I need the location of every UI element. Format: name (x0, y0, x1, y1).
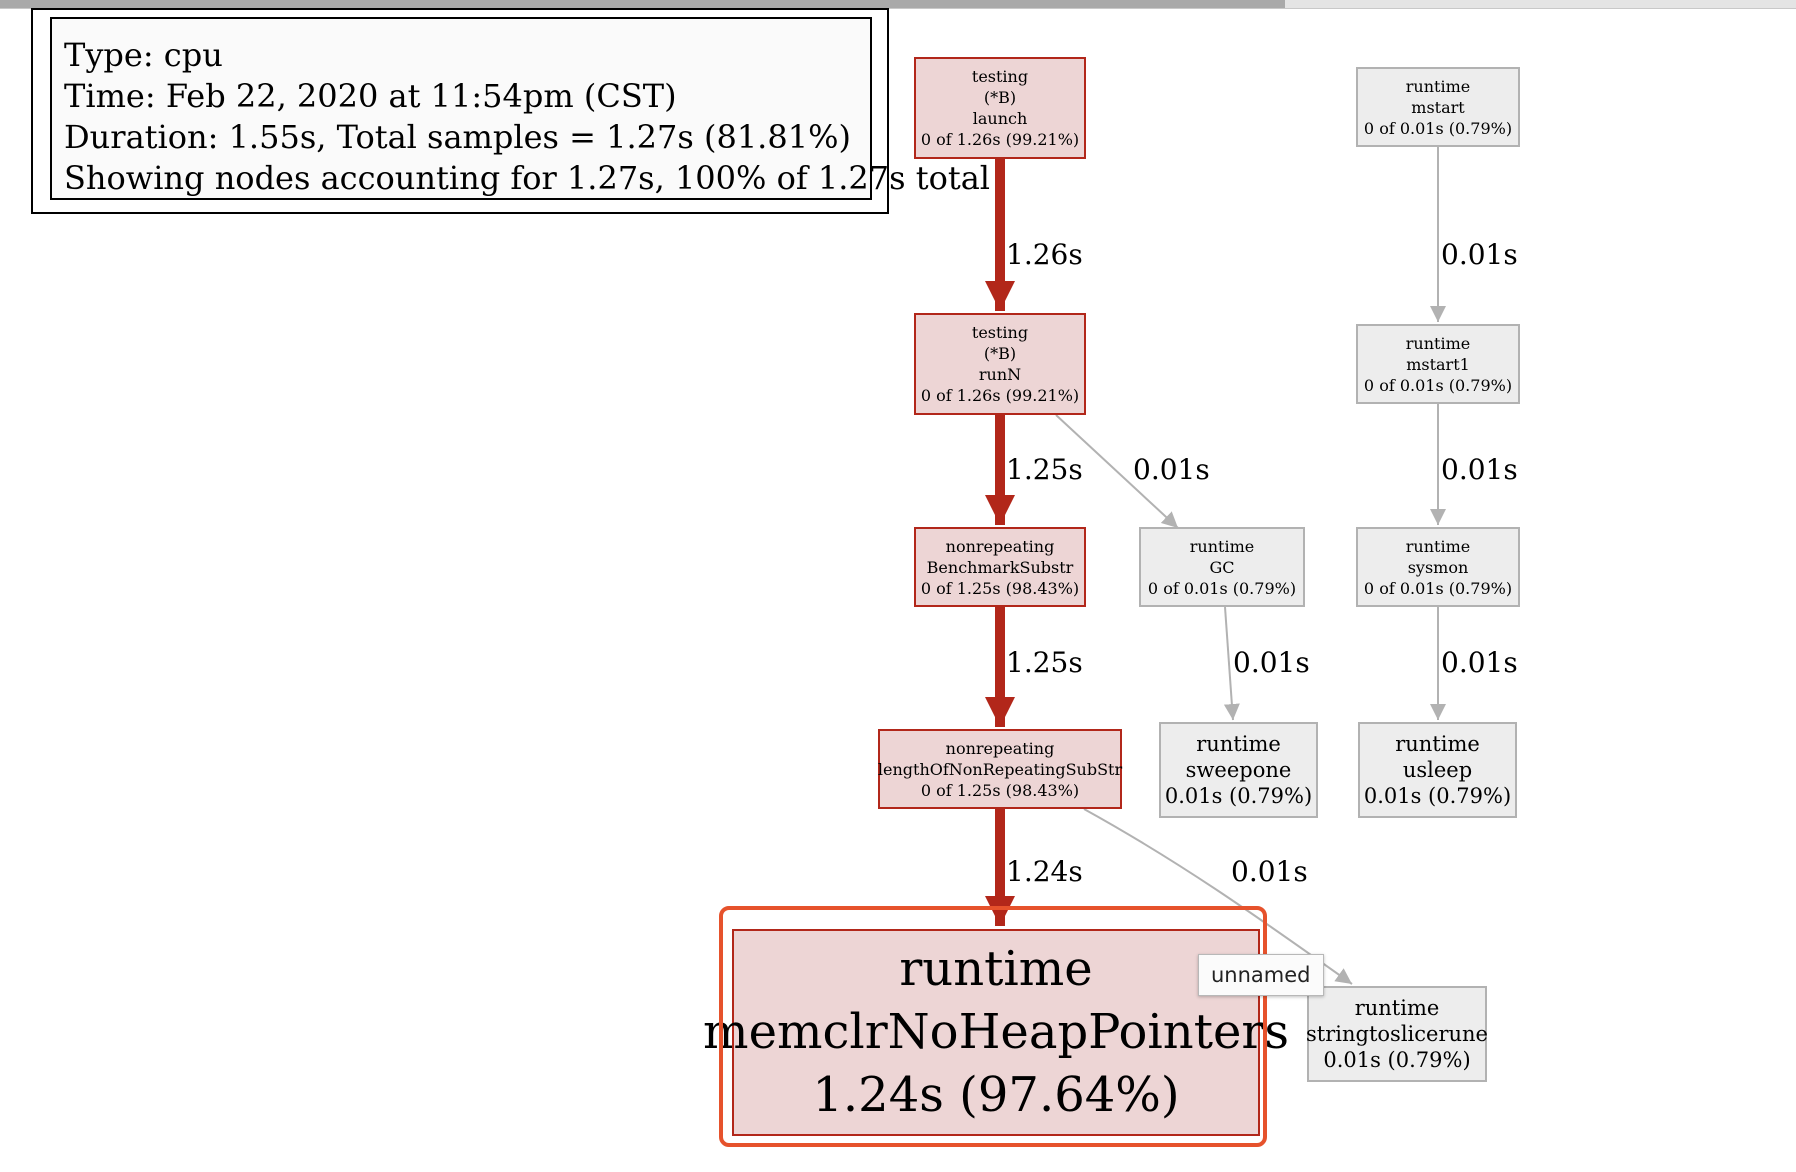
node-line: 0 of 1.26s (99.21%) (920, 386, 1080, 405)
edge-label-length-stringtoslicerune: 0.01s (1231, 855, 1308, 888)
node-line: runtime (1189, 536, 1255, 556)
legend-time: Time: Feb 22, 2020 at 11:54pm (CST) (64, 77, 677, 115)
node-runtime-usleep[interactable]: runtime usleep 0.01s (0.79%) (1358, 722, 1517, 818)
node-runtime-sysmon[interactable]: runtime sysmon 0 of 0.01s (0.79%) (1356, 527, 1520, 607)
scroll-indicator (0, 0, 1285, 8)
node-runtime-gc[interactable]: runtime GC 0 of 0.01s (0.79%) (1139, 527, 1305, 607)
node-line: 0.01s (0.79%) (1363, 784, 1512, 808)
node-line: runtime (1405, 536, 1471, 556)
node-line: 0 of 0.01s (0.79%) (1363, 375, 1513, 395)
node-line: runtime (1405, 333, 1471, 353)
legend-type: Type: cpu (64, 36, 223, 74)
legend-showing: Showing nodes accounting for 1.27s, 100%… (64, 159, 991, 197)
edge-label-sysmon-usleep: 0.01s (1441, 646, 1518, 679)
node-line: 0 of 0.01s (0.79%) (1363, 118, 1513, 138)
node-line: usleep (1402, 758, 1473, 782)
node-nonrepeating-lengthofnonrepeatingsubstr[interactable]: nonrepeating lengthOfNonRepeatingSubStr … (878, 729, 1122, 809)
node-testing-b-runN[interactable]: testing (*B) runN 0 of 1.26s (99.21%) (914, 313, 1086, 415)
node-line: 1.24s (97.64%) (812, 1067, 1180, 1123)
edge-gc-sweepone[interactable] (1223, 606, 1240, 721)
legend-duration: Duration: 1.55s, Total samples = 1.27s (… (64, 118, 851, 156)
edge-runN-gc[interactable] (1055, 414, 1179, 529)
node-line: mstart (1411, 97, 1465, 117)
node-line: lengthOfNonRepeatingSubStr (877, 759, 1123, 779)
node-line: 0.01s (0.79%) (1164, 784, 1313, 808)
tooltip: unnamed (1198, 954, 1324, 996)
node-line: BenchmarkSubstr (926, 557, 1074, 577)
node-line: 0 of 1.26s (99.21%) (920, 130, 1080, 149)
node-line: runtime (1395, 732, 1480, 756)
node-nonrepeating-benchmarksubstr[interactable]: nonrepeating BenchmarkSubstr 0 of 1.25s … (914, 527, 1086, 607)
edge-label-mstart-mstart1: 0.01s (1441, 238, 1518, 271)
node-runtime-mstart1[interactable]: runtime mstart1 0 of 0.01s (0.79%) (1356, 324, 1520, 404)
node-line: runtime (1405, 76, 1471, 96)
edge-label-launch-runN: 1.26s (1006, 238, 1083, 271)
node-line: 0 of 0.01s (0.79%) (1363, 578, 1513, 598)
edge-label-mstart1-sysmon: 0.01s (1441, 453, 1518, 486)
legend-box: Type: cpu Time: Feb 22, 2020 at 11:54pm … (31, 8, 991, 214)
node-testing-b-launch[interactable]: testing (*B) launch 0 of 1.26s (99.21%) (914, 57, 1086, 159)
node-line: launch (972, 109, 1028, 128)
node-line: sysmon (1407, 557, 1469, 577)
edge-label-length-memclr: 1.24s (1006, 855, 1083, 888)
node-line: runtime (1354, 996, 1440, 1020)
node-line: 0 of 1.25s (98.43%) (920, 578, 1080, 598)
edge-label-runN-bench: 1.25s (1006, 453, 1083, 486)
node-line: nonrepeating (945, 738, 1055, 758)
selection-highlight (719, 906, 1267, 1147)
node-runtime-memclrnoheappointers[interactable]: runtime memclrNoHeapPointers 1.24s (97.6… (703, 929, 1289, 1136)
node-line: (*B) (983, 344, 1017, 363)
node-runtime-sweepone[interactable]: runtime sweepone 0.01s (0.79%) (1159, 722, 1318, 818)
node-line: sweepone (1185, 758, 1292, 782)
node-line: stringtoslicerune (1306, 1022, 1488, 1046)
node-line: 0 of 0.01s (0.79%) (1147, 578, 1297, 598)
edge-label-bench-length: 1.25s (1006, 646, 1083, 679)
node-line: 0.01s (0.79%) (1323, 1048, 1471, 1072)
node-runtime-stringtoslicerune[interactable]: runtime stringtoslicerune 0.01s (0.79%) (1306, 986, 1488, 1082)
node-line: testing (971, 323, 1029, 342)
edge-label-runN-gc: 0.01s (1133, 453, 1210, 486)
node-line: testing (971, 67, 1029, 86)
node-line: runN (978, 365, 1022, 384)
legend-content: Type: cpu Time: Feb 22, 2020 at 11:54pm … (50, 17, 991, 200)
node-line: nonrepeating (945, 536, 1055, 556)
node-runtime-mstart[interactable]: runtime mstart 0 of 0.01s (0.79%) (1356, 67, 1520, 147)
node-line: (*B) (983, 88, 1017, 107)
node-line: runtime (899, 941, 1093, 997)
node-line: GC (1209, 557, 1235, 577)
node-line: mstart1 (1406, 354, 1470, 374)
node-line: memclrNoHeapPointers (703, 1004, 1289, 1060)
node-line: runtime (1196, 732, 1281, 756)
node-line: 0 of 1.25s (98.43%) (920, 780, 1080, 800)
edge-label-gc-sweepone: 0.01s (1233, 646, 1310, 679)
window-top-bar (0, 0, 1796, 9)
